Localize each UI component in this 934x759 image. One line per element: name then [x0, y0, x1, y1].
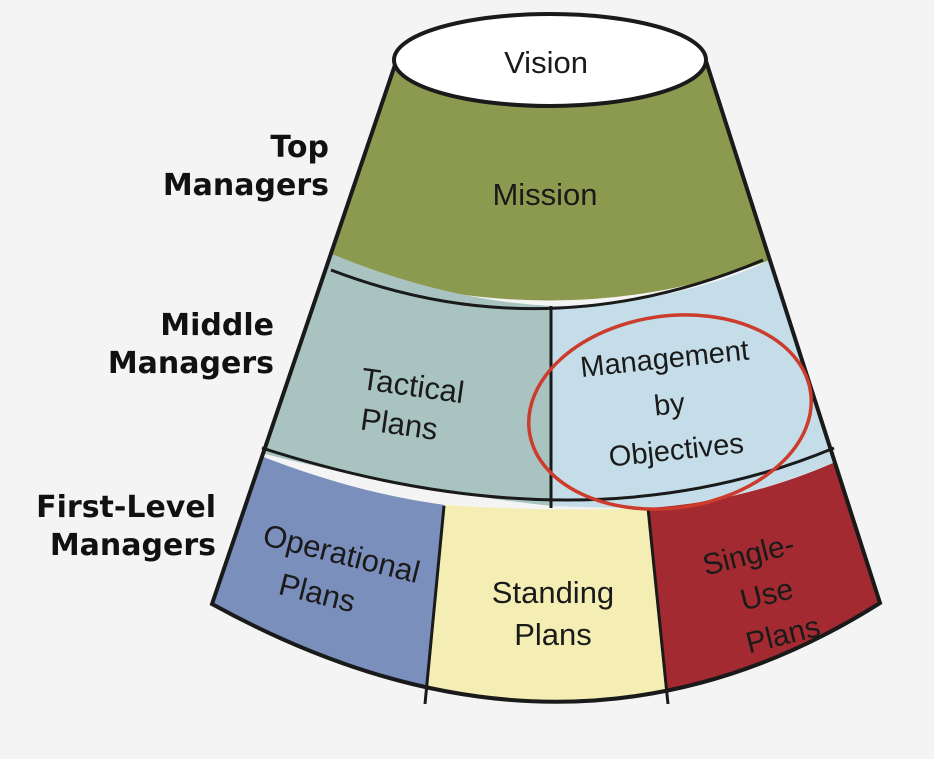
mission-text: Mission [492, 177, 597, 212]
mission-label: Mission [492, 177, 597, 212]
divider-top-middle [330, 258, 764, 311]
standing-plans-segment [425, 505, 668, 702]
mission-segment [320, 58, 770, 301]
level-label-top-managers: Top Managers [163, 129, 329, 205]
vision-label: Vision [504, 45, 588, 80]
middle-managers-line-2: Managers [107, 346, 274, 381]
management-by-objectives-segment [552, 250, 860, 508]
standing-plans-line-1: Standing [492, 575, 614, 610]
divider-middle-first [261, 446, 835, 502]
first-level-managers-line-2: Managers [49, 528, 216, 563]
level-label-middle-managers: Middle Managers [108, 307, 274, 383]
vision-ellipse [392, 12, 708, 108]
divider-operational-standing [423, 505, 446, 705]
standing-plans-text: Standing Plans [492, 575, 614, 652]
middle-managers-line-1: Middle [160, 308, 274, 343]
standing-plans-line-2: Plans [514, 617, 592, 652]
cone-outline [209, 57, 883, 704]
mbo-line-2: by [653, 387, 687, 422]
divider-standing-single-use [646, 507, 670, 705]
highlight-circle [526, 313, 814, 511]
top-managers-line-2: Managers [162, 168, 329, 203]
top-managers-line-1: Top [270, 130, 329, 165]
vision-text: Vision [504, 45, 588, 80]
first-level-managers-line-1: First-Level [36, 490, 216, 525]
level-label-first-level-managers: First-Level Managers [36, 489, 216, 565]
